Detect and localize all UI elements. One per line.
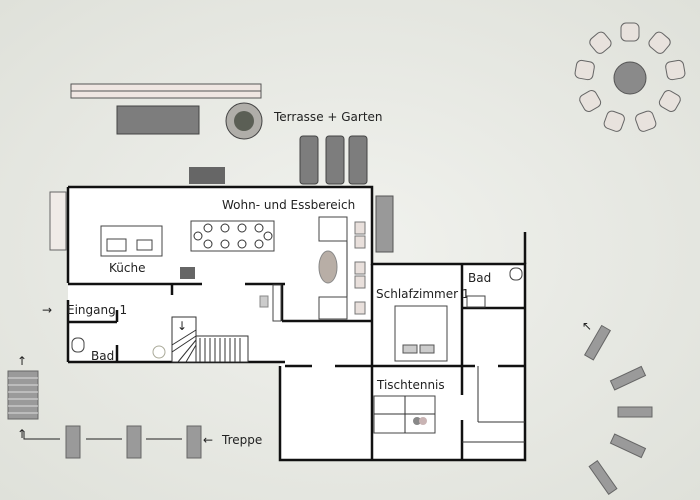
sun-loungers: [299, 135, 368, 185]
label-kitchen: Küche: [109, 261, 145, 275]
chair: [648, 31, 671, 54]
cushions: [354, 221, 366, 315]
entrance: → Eingang 1 Bad ↓: [42, 303, 249, 363]
chair: [574, 59, 595, 81]
chair: [620, 22, 640, 42]
outdoor-stairs: ↑ ↑ ← Treppe: [7, 354, 262, 459]
up-arrow-icon: ↑: [17, 354, 27, 368]
kitchen: Küche: [100, 225, 195, 279]
table-tennis-room: Tischtennis: [373, 378, 445, 434]
staircase: ↓: [171, 316, 249, 363]
label-living: Wohn- und Essbereich: [222, 198, 355, 212]
entrance-arrow-icon: →: [42, 303, 52, 317]
bench: [583, 324, 612, 361]
stepping-stone: [65, 425, 81, 459]
paddle-icon: [419, 417, 427, 425]
terrace: Terrasse + Garten: [49, 83, 394, 253]
grill: [189, 167, 225, 184]
lounger-side: [375, 195, 394, 253]
bench: [617, 406, 653, 418]
steps: [7, 370, 39, 420]
bedroom: Schlafzimmer 1 Bad: [376, 267, 523, 362]
chair: [589, 31, 612, 54]
bench: [609, 433, 647, 459]
stepping-stone: [186, 425, 202, 459]
rug: [318, 250, 338, 284]
chair: [665, 59, 686, 81]
piano: [272, 284, 282, 322]
sink-icon: [466, 295, 486, 308]
toilet-icon: [71, 337, 85, 353]
round-table: [613, 61, 647, 95]
up-arrow-icon: ↑: [17, 427, 27, 441]
chair: [635, 110, 657, 132]
toilet-icon: [509, 267, 523, 281]
stepping-stone: [126, 425, 142, 459]
chair: [658, 90, 681, 112]
arrow-icon: ↖: [582, 319, 592, 333]
left-arrow-icon: ←: [203, 433, 213, 447]
label-bedroom: Schlafzimmer 1: [376, 287, 470, 301]
terrace-table: [116, 105, 200, 135]
bench: [588, 460, 618, 496]
label-terrace: Terrasse + Garten: [273, 110, 383, 124]
bench: [609, 365, 647, 391]
outdoor-bench: [49, 191, 67, 251]
chair: [603, 110, 625, 132]
dining-chairs: [193, 223, 273, 249]
label-bath-bedroom: Bad: [468, 271, 491, 285]
chair: [579, 90, 602, 112]
stove-icon: [106, 238, 127, 252]
down-arrow-icon: ↓: [177, 319, 187, 333]
round-seating: [574, 22, 686, 132]
bench-arc: [583, 324, 653, 496]
paddle-icon: [413, 417, 421, 425]
label-table-tennis: Tischtennis: [376, 378, 445, 392]
tv: [180, 267, 195, 279]
label-bath-ground: Bad: [91, 349, 114, 363]
building: [66, 185, 527, 462]
sink-icon: [136, 239, 153, 251]
label-stairs: Treppe: [221, 433, 262, 447]
chair-icon: [152, 345, 166, 359]
living-area: Wohn- und Essbereich: [190, 198, 366, 322]
label-entrance: Eingang 1: [67, 303, 127, 317]
